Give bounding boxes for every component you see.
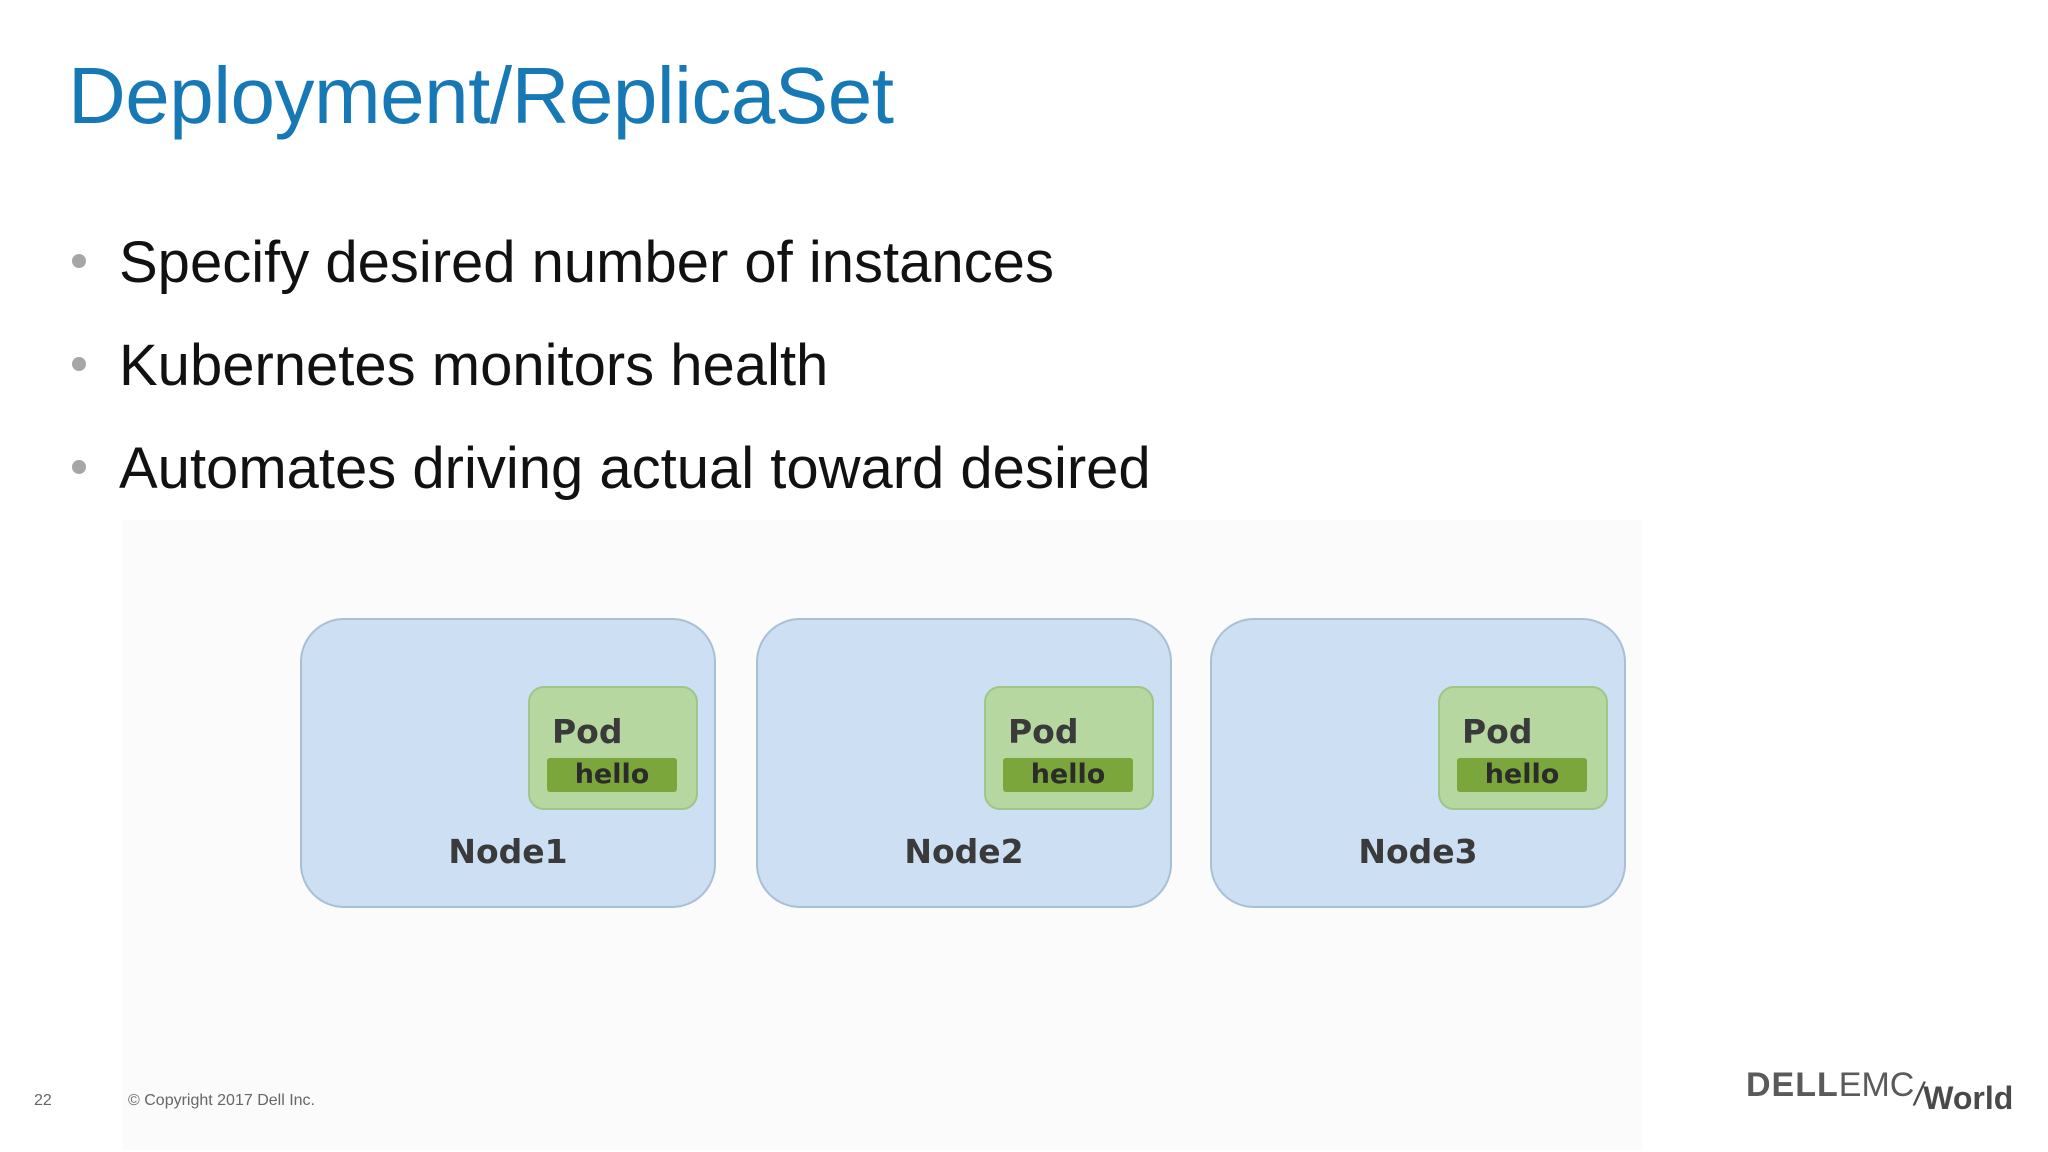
bullet-item: Automates driving actual toward desired (68, 434, 1151, 537)
node-box-1: Pod hello Node1 (300, 618, 716, 908)
pod-box: Pod hello (528, 686, 698, 810)
pod-label: Pod (552, 712, 623, 751)
logo-world-text: World (1923, 1080, 2014, 1116)
bullet-list: Specify desired number of instances Kube… (68, 228, 1151, 537)
logo-slash-text: / (1914, 1076, 1924, 1112)
node-label: Node3 (1358, 832, 1478, 871)
logo-dell-text: DELL (1746, 1066, 1839, 1104)
bullet-text: Kubernetes monitors health (119, 333, 829, 398)
bullet-text: Automates driving actual toward desired (119, 436, 1151, 501)
logo-emc-text: EMC (1838, 1066, 1915, 1104)
container-label: hello (547, 758, 677, 792)
pod-box: Pod hello (984, 686, 1154, 810)
node-label: Node2 (904, 832, 1024, 871)
pod-box: Pod hello (1438, 686, 1608, 810)
container-label: hello (1457, 758, 1587, 792)
container-label: hello (1003, 758, 1133, 792)
bullet-text: Specify desired number of instances (119, 230, 1054, 295)
node-box-2: Pod hello Node2 (756, 618, 1172, 908)
dell-emc-world-logo: DELLEMC/World (1746, 1066, 2013, 1122)
copyright-text: © Copyright 2017 Dell Inc. (128, 1092, 315, 1109)
bullet-dot-icon (72, 460, 86, 474)
node-box-3: Pod hello Node3 (1210, 618, 1626, 908)
bullet-dot-icon (72, 254, 86, 268)
node-label: Node1 (448, 832, 568, 871)
slide-title: Deployment/ReplicaSet (68, 51, 894, 140)
pod-label: Pod (1462, 712, 1533, 751)
page-number: 22 (34, 1092, 52, 1109)
bullet-dot-icon (72, 357, 86, 371)
bullet-item: Kubernetes monitors health (68, 331, 1151, 434)
pod-label: Pod (1008, 712, 1079, 751)
bullet-item: Specify desired number of instances (68, 228, 1151, 331)
